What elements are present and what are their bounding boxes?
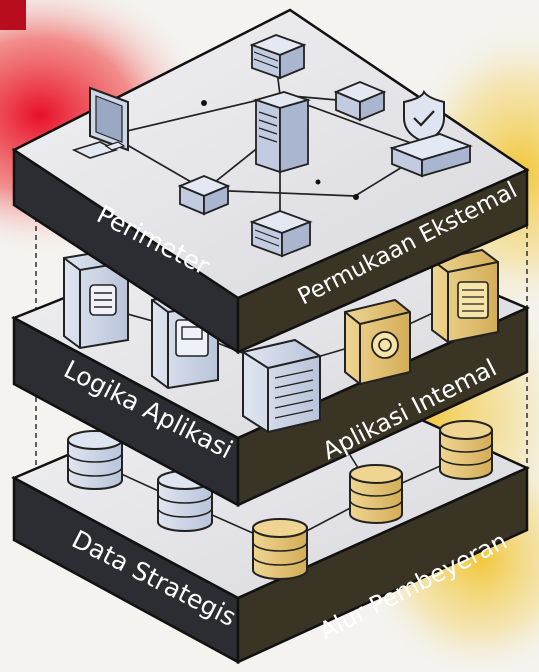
- database-icon: [439, 420, 493, 480]
- router-icon: [177, 175, 231, 216]
- server-icon: [242, 338, 321, 434]
- router-icon: [333, 81, 387, 122]
- database-icon: [349, 464, 403, 524]
- shield-check-icon: [389, 89, 473, 178]
- router-icon: [249, 34, 307, 80]
- monitor-icon: [71, 86, 129, 159]
- database-icon: [252, 518, 308, 580]
- database-icon: [67, 430, 123, 490]
- server-icon: [63, 248, 129, 350]
- layer-perimeter: Perimeter Permukaan Ekstemal: [11, 8, 530, 355]
- server-icon: [431, 248, 499, 344]
- lock-icon: [344, 298, 411, 386]
- router-icon: [249, 210, 313, 258]
- server-icon: [252, 91, 312, 174]
